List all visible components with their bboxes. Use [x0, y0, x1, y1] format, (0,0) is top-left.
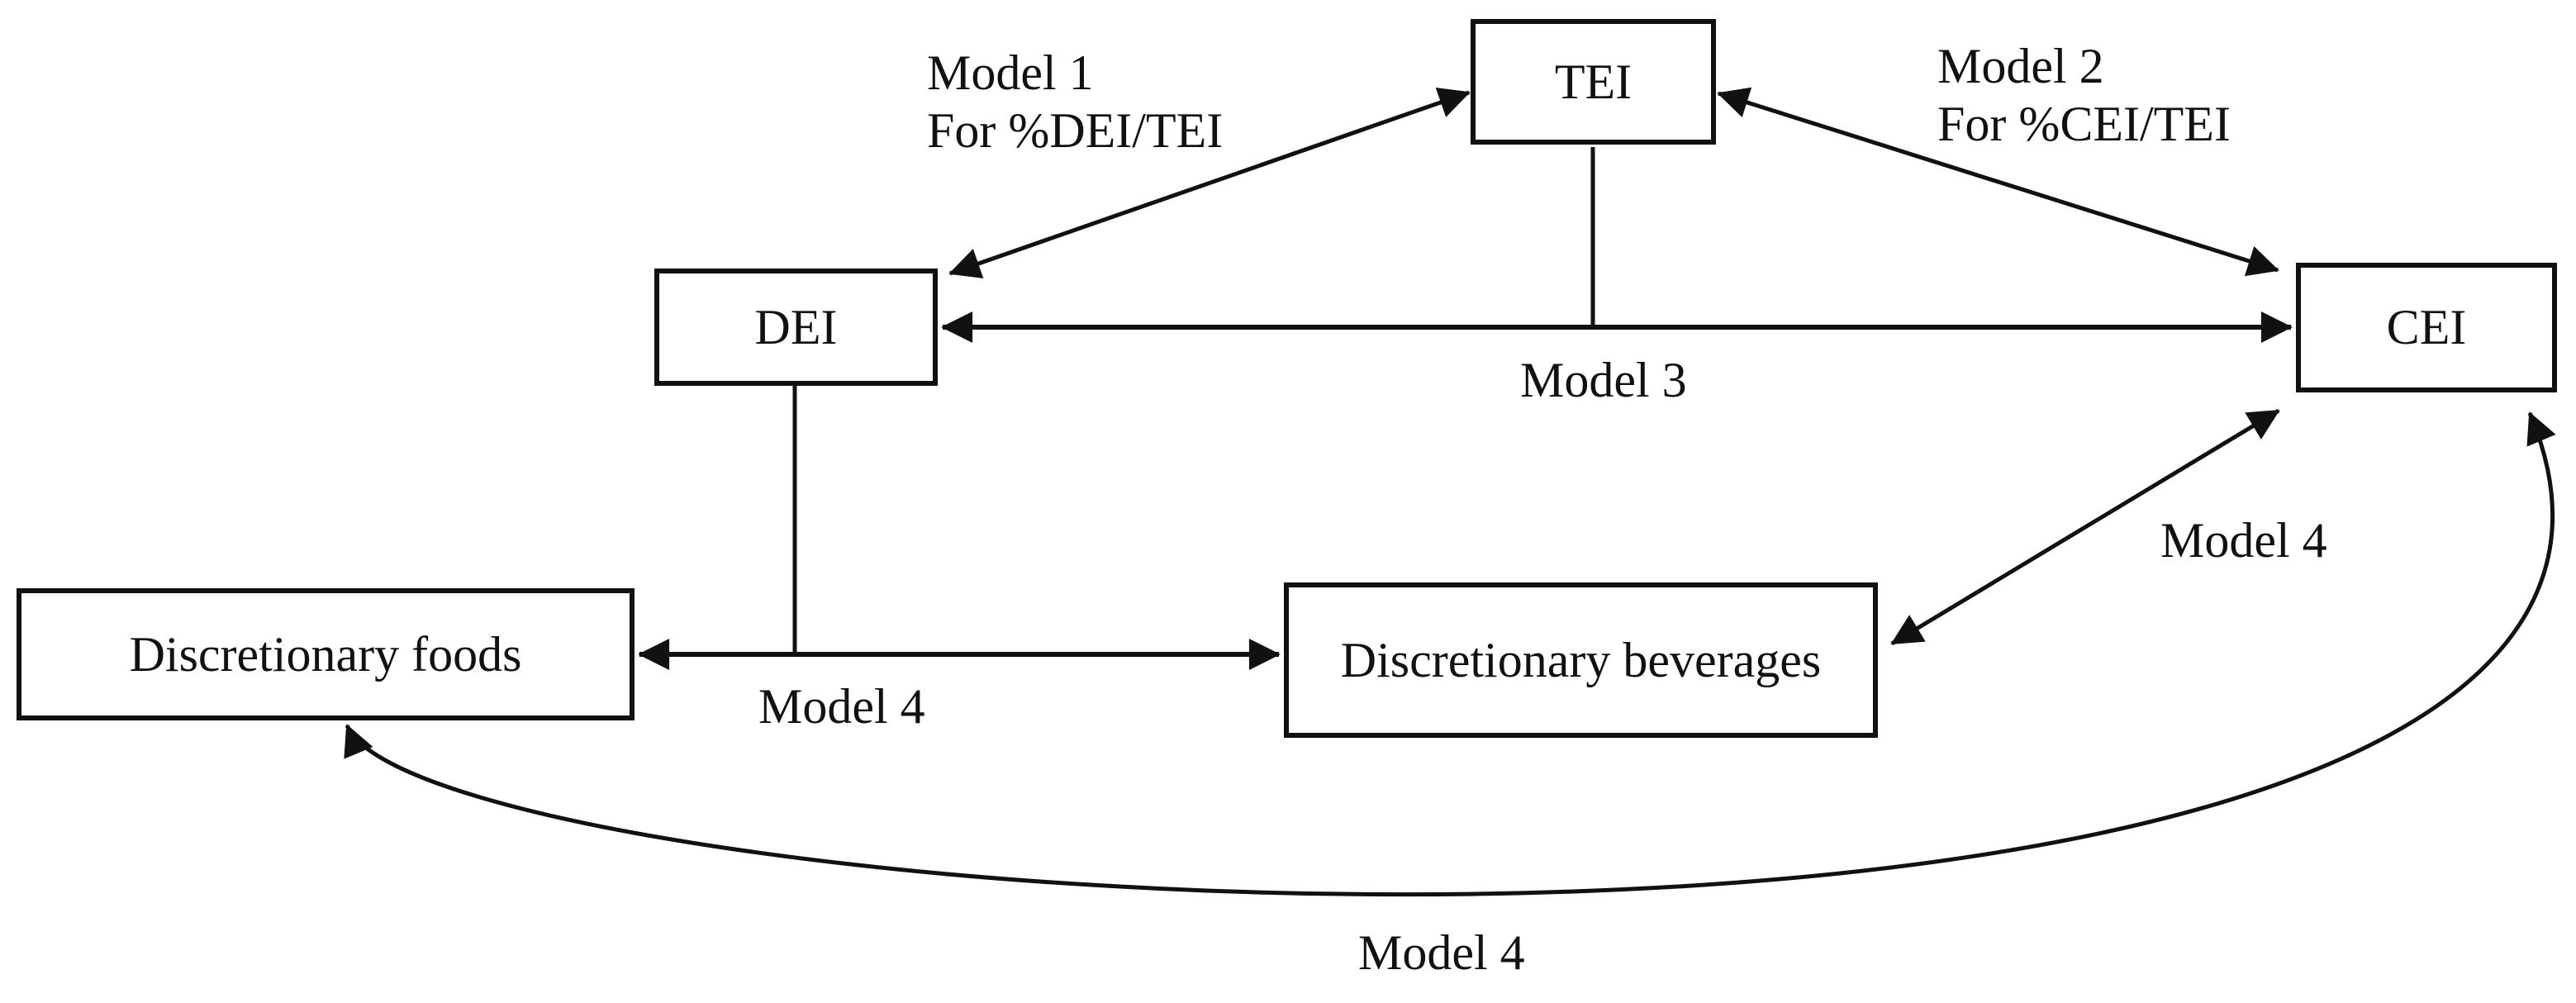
node-discretionary-beverages: Discretionary beverages [1284, 582, 1878, 738]
label-model-4-foods-beverages: Model 4 [758, 679, 925, 734]
label-model-2: Model 2 For %CEI/TEI [1937, 37, 2231, 153]
label-model-2-line2: For %CEI/TEI [1937, 97, 2231, 151]
label-model-2-line1: Model 2 [1937, 39, 2104, 93]
label-model-3: Model 3 [1520, 353, 1687, 407]
label-model-4-beverages-cei: Model 4 [2160, 513, 2327, 568]
connector-tei-dei [948, 87, 1471, 279]
node-tei: TEI [1471, 19, 1716, 145]
label-model-4-foods-cei: Model 4 [1358, 925, 1525, 980]
connector-tei-cei [1717, 87, 2279, 277]
node-discretionary-foods: Discretionary foods [17, 588, 634, 720]
node-cei: CEI [2296, 263, 2557, 392]
node-dei: DEI [654, 269, 938, 386]
connector-foods-cei-curve [344, 411, 2556, 897]
label-model-1-line2: For %DEI/TEI [927, 103, 1224, 158]
label-model-1: Model 1 For %DEI/TEI [927, 44, 1223, 159]
label-model-1-line1: Model 1 [927, 45, 1094, 100]
